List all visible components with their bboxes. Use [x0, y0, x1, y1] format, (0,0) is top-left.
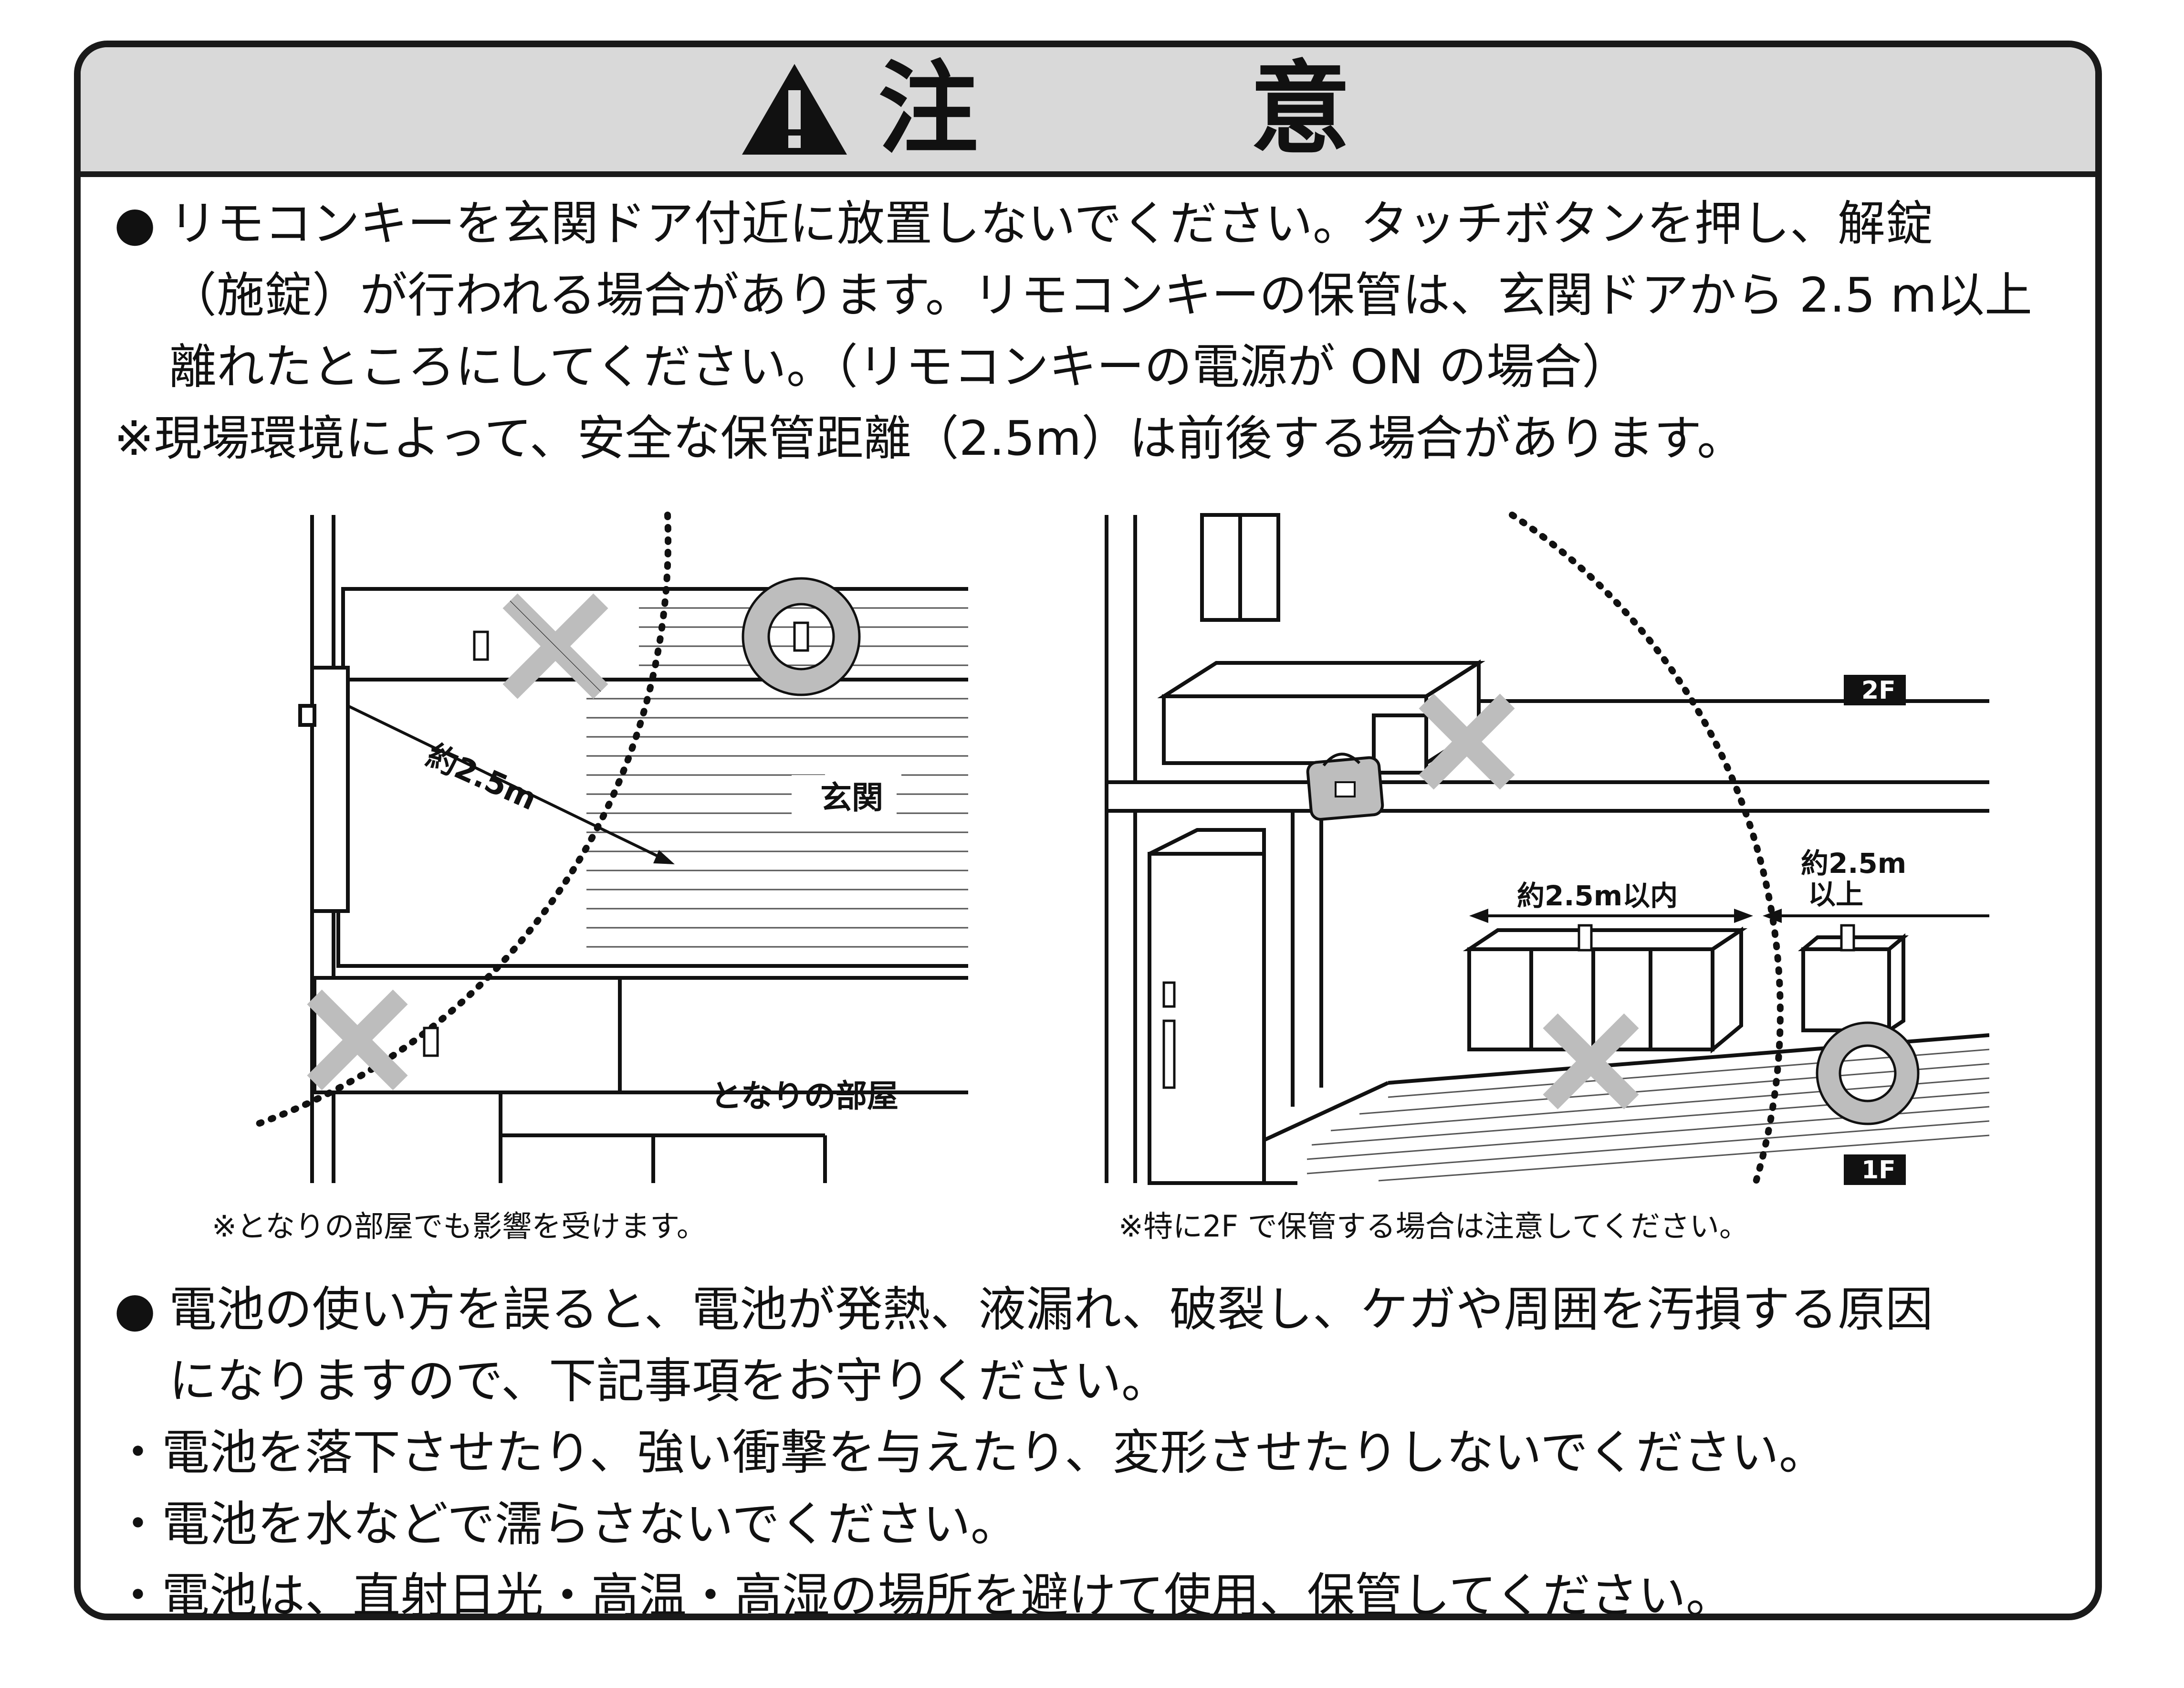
caution-panel: 注 意 ●リモコンキーを玄関ドア付近に放置しないでください。タッチボタンを押し、…	[74, 41, 2102, 1620]
battery-item: ・電池は、直射日光・高温・高湿の場所を避けて使用、保管してください。	[114, 1568, 1734, 1620]
x-mark	[307, 989, 408, 1090]
right-diagram-caption: ※特に2F で保管する場合は注意してください。	[1118, 1209, 1749, 1244]
floor-plan-diagram: 約2.5m 玄関 となりの部屋	[249, 512, 968, 1183]
svg-text:1F: 1F	[1861, 1156, 1896, 1185]
remote-key-icon	[1578, 924, 1855, 952]
over-label: 以上	[1808, 878, 1863, 911]
warning-icon	[742, 64, 847, 155]
floor-tag-2f	[1844, 675, 1906, 705]
section1-note: ※現場環境によって、安全な保管距離（2.5m）は前後する場合があります。	[114, 410, 1745, 466]
x-mark	[1419, 693, 1639, 1110]
o-mark	[744, 579, 858, 694]
page-title: 注 意	[878, 51, 1436, 168]
within-label: 約2.5m以内	[1517, 880, 1678, 912]
next-room-label: となりの部屋	[711, 1078, 899, 1114]
section1-line-2: （施錠）が行われる場合があります。リモコンキーの保管は、玄関ドアから 2.5 m…	[169, 267, 2033, 323]
section1-line-1: ●リモコンキーを玄関ドア付近に放置しないでください。タッチボタンを押し、解錠	[114, 188, 1933, 260]
caution-header: 注 意	[81, 47, 2095, 177]
range-arc	[249, 512, 672, 1129]
bag-icon	[1306, 753, 1384, 821]
remote-key-icon	[423, 621, 809, 1057]
left-diagram-caption: ※となりの部屋でも影響を受けます。	[212, 1209, 706, 1244]
section2-line-1: ●電池の使い方を誤ると、電池が発熱、液漏れ、破裂し、ケガや周囲を汚損する原因	[114, 1274, 1933, 1345]
section1-line-3: 離れたところにしてください。（リモコンキーの電源が ON の場合）	[169, 339, 1630, 395]
bullet: ●	[114, 1281, 156, 1337]
over-label: 約2.5m	[1801, 847, 1906, 880]
entrance-label: 玄関	[820, 779, 883, 816]
battery-item: ・電池を水などで濡らさないでください。	[114, 1496, 1018, 1552]
range-arc	[1509, 512, 1784, 1186]
svg-text:2F: 2F	[1861, 676, 1896, 705]
two-floor-diagram: 約2.5m以内 約2.5m 以上 2F 1F	[1105, 512, 1989, 1186]
o-mark	[1818, 1023, 1918, 1123]
bullet: ●	[114, 196, 156, 252]
floor-tag-1f	[1844, 1154, 1906, 1185]
battery-item: ・電池を落下させたり、強い衝撃を与えたり、変形させたりしないでください。	[114, 1425, 1827, 1480]
section2-line-2: になりますので、下記事項をお守りください。	[169, 1353, 1169, 1409]
